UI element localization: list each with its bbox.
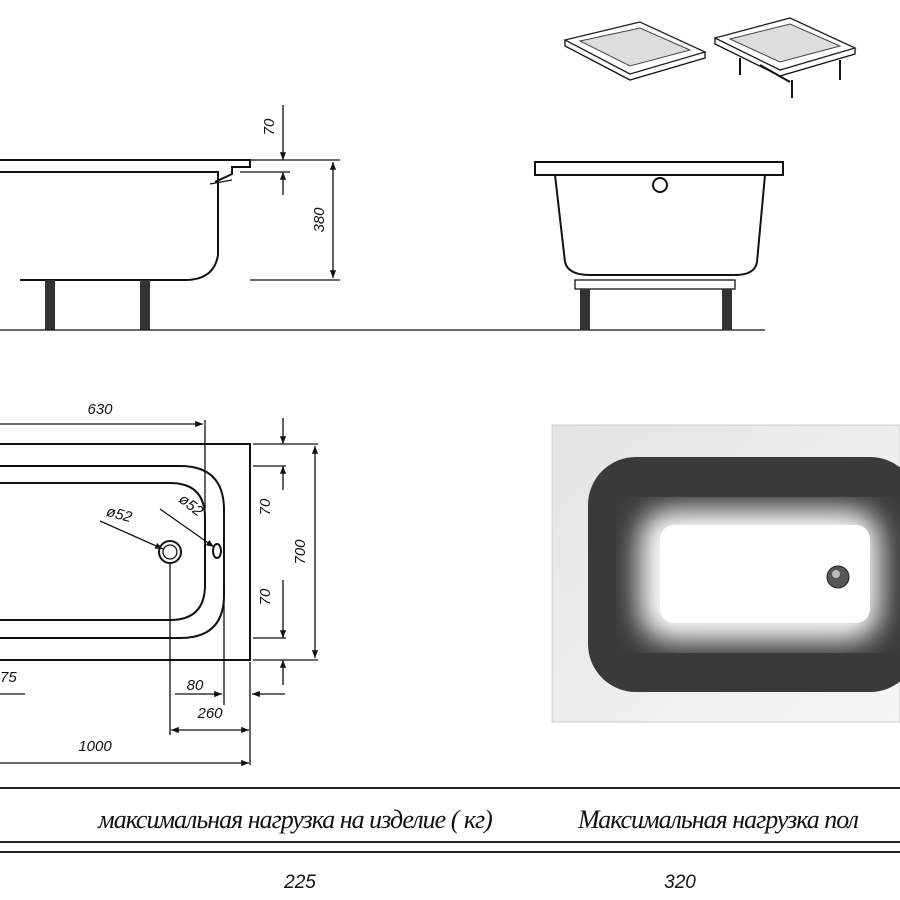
dim-overflow-diameter: ø52	[175, 491, 206, 521]
dim-700: 700	[292, 539, 309, 565]
dim-80: 80	[187, 677, 204, 694]
thumbnail-tub-without-legs	[563, 21, 707, 81]
dim-70-bottom: 70	[257, 588, 274, 605]
side-view: 70 380	[0, 105, 765, 331]
table-value-floor-load: 320	[664, 872, 696, 893]
dim-1000: 1000	[78, 738, 112, 755]
plan-view: 630 700 70 70 ø52 ø52 75 80 260 1000	[0, 401, 319, 767]
thumbnail-tub-with-legs	[713, 17, 857, 98]
dim-75: 75	[0, 669, 17, 686]
leg	[722, 289, 732, 330]
load-table: максимальная нагрузка на изделие ( кг) М…	[0, 787, 900, 893]
dim-630: 630	[87, 401, 113, 418]
dim-drain-diameter: ø52	[104, 503, 134, 526]
leg-frame	[574, 279, 736, 290]
dim-260: 260	[196, 705, 223, 722]
tub-render-top-view	[551, 424, 900, 723]
overflow-hole	[652, 177, 668, 193]
leg	[140, 280, 150, 330]
leg	[580, 289, 590, 330]
dim-rim-70: 70	[261, 118, 278, 135]
table-value-product-load: 225	[283, 872, 316, 893]
table-header-product-load: максимальная нагрузка на изделие ( кг)	[97, 805, 492, 834]
front-view	[534, 161, 784, 330]
overflow	[212, 543, 222, 559]
table-header-floor-load: Максимальная нагрузка пол	[577, 805, 859, 834]
leg	[45, 280, 55, 330]
dim-height-380: 380	[311, 207, 328, 233]
drain	[158, 540, 182, 564]
dim-70-top: 70	[257, 498, 274, 515]
